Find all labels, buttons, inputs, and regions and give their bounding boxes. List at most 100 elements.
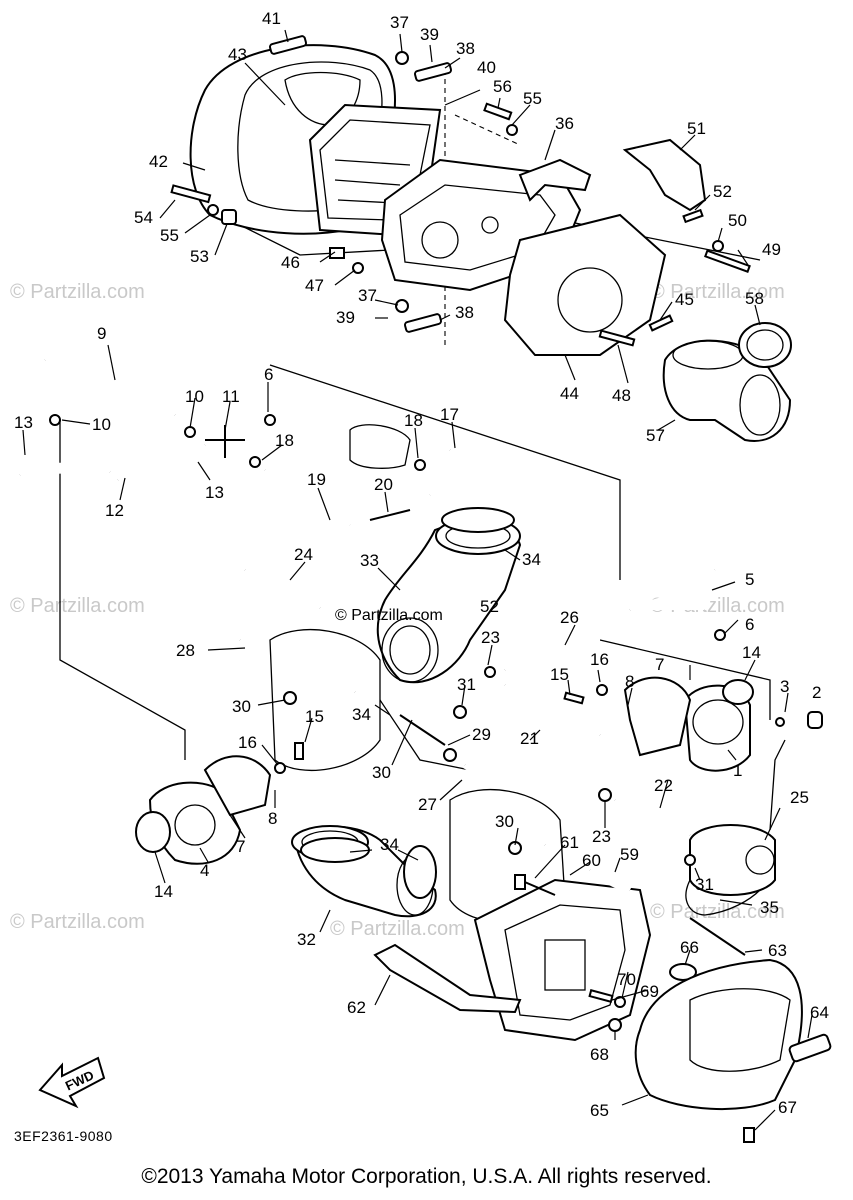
callout-47: 47 xyxy=(305,276,324,295)
callout-66: 66 xyxy=(680,938,699,957)
washer xyxy=(274,762,286,774)
callout-57: 57 xyxy=(646,426,665,445)
callout-30: 30 xyxy=(232,697,251,716)
callout-8: 8 xyxy=(625,672,634,691)
nut xyxy=(608,1018,622,1032)
screw xyxy=(588,989,614,1003)
clip xyxy=(184,426,196,438)
screw xyxy=(563,691,585,705)
callout-26: 26 xyxy=(560,608,579,627)
watermark: © Partzilla.com xyxy=(650,281,785,303)
callout-19: 19 xyxy=(307,470,326,489)
carburetor-joint xyxy=(683,684,751,772)
hose-clamp xyxy=(403,845,437,899)
callout-37: 37 xyxy=(358,286,377,305)
bolt xyxy=(514,874,526,890)
joint-flange xyxy=(203,755,272,817)
callout-1: 1 xyxy=(733,761,742,780)
callout-3: 3 xyxy=(780,677,789,696)
hose xyxy=(464,764,546,846)
callout-15: 15 xyxy=(305,707,324,726)
callout-17: 17 xyxy=(440,405,459,424)
callout-11: 11 xyxy=(222,387,240,406)
assembly-lines xyxy=(59,70,771,771)
washer xyxy=(712,240,724,252)
copyright-notice: ©2013 Yamaha Motor Corporation, U.S.A. A… xyxy=(141,1165,712,1188)
watermark: © Partzilla.com xyxy=(10,911,145,933)
watermark: © Partzilla.com xyxy=(330,918,465,940)
callout-69: 69 xyxy=(640,982,659,1001)
clip xyxy=(598,788,612,802)
screw xyxy=(743,1127,755,1143)
actuator xyxy=(689,824,776,896)
bolt xyxy=(682,208,704,224)
callout-10: 10 xyxy=(185,387,204,406)
bolt xyxy=(170,184,212,204)
grommet xyxy=(669,963,697,981)
callout-65: 65 xyxy=(590,1101,609,1120)
callout-38: 38 xyxy=(455,303,474,322)
callout-4: 4 xyxy=(200,861,209,880)
bolt xyxy=(483,102,513,121)
callout-18: 18 xyxy=(275,431,294,450)
plate xyxy=(413,62,453,82)
bolt xyxy=(329,247,345,259)
callout-54: 54 xyxy=(134,208,153,227)
plate xyxy=(268,35,308,55)
clip xyxy=(264,414,276,426)
callout-13: 13 xyxy=(14,413,33,432)
screw xyxy=(598,329,636,347)
bolt xyxy=(704,249,751,273)
callout-23: 23 xyxy=(481,628,500,647)
callout-23: 23 xyxy=(592,827,611,846)
joint-flange xyxy=(623,676,692,757)
leader-lines xyxy=(22,29,813,1131)
callout-46: 46 xyxy=(281,253,300,272)
intake-duct-assembly xyxy=(49,414,823,924)
callout-20: 20 xyxy=(374,475,393,494)
callout-13: 13 xyxy=(205,483,224,502)
callout-14: 14 xyxy=(742,643,761,662)
callout-8: 8 xyxy=(268,809,277,828)
lower-cover-assembly: FWD xyxy=(38,865,832,1143)
callout-68: 68 xyxy=(590,1045,609,1064)
callout-24: 24 xyxy=(294,545,313,564)
callout-16: 16 xyxy=(590,650,609,669)
hose-joint xyxy=(205,425,245,458)
callout-63: 63 xyxy=(768,941,787,960)
o-ring xyxy=(722,679,754,705)
fwd-arrow-icon xyxy=(38,1056,106,1109)
callout-59: 59 xyxy=(620,845,639,864)
callout-5: 5 xyxy=(745,570,754,589)
clip xyxy=(283,691,297,705)
callout-30: 30 xyxy=(372,763,391,782)
callout-55: 55 xyxy=(160,226,179,245)
clip xyxy=(249,456,261,468)
screw xyxy=(648,314,674,332)
callout-48: 48 xyxy=(612,386,631,405)
callout-60: 60 xyxy=(582,851,601,870)
callout-31: 31 xyxy=(457,675,476,694)
callout-12: 12 xyxy=(105,501,124,520)
clip xyxy=(414,459,426,471)
center-watermark: © Partzilla.com xyxy=(335,607,443,624)
callout-28: 28 xyxy=(176,641,195,660)
o-ring xyxy=(135,811,171,853)
bolt xyxy=(399,714,446,746)
callout-40: 40 xyxy=(477,58,496,77)
callout-50: 50 xyxy=(728,211,747,230)
callout-14: 14 xyxy=(154,882,173,901)
clip xyxy=(775,717,785,727)
callout-9: 9 xyxy=(97,324,106,343)
callout-49: 49 xyxy=(762,240,781,259)
callout-64: 64 xyxy=(810,1003,829,1022)
bracket xyxy=(518,158,592,202)
callout-37: 37 xyxy=(390,13,409,32)
plug xyxy=(807,711,823,729)
callout-55: 55 xyxy=(523,89,542,108)
callout-39: 39 xyxy=(420,25,439,44)
callout-42: 42 xyxy=(149,152,168,171)
callout-36: 36 xyxy=(555,114,574,133)
callout-45: 45 xyxy=(675,290,694,309)
